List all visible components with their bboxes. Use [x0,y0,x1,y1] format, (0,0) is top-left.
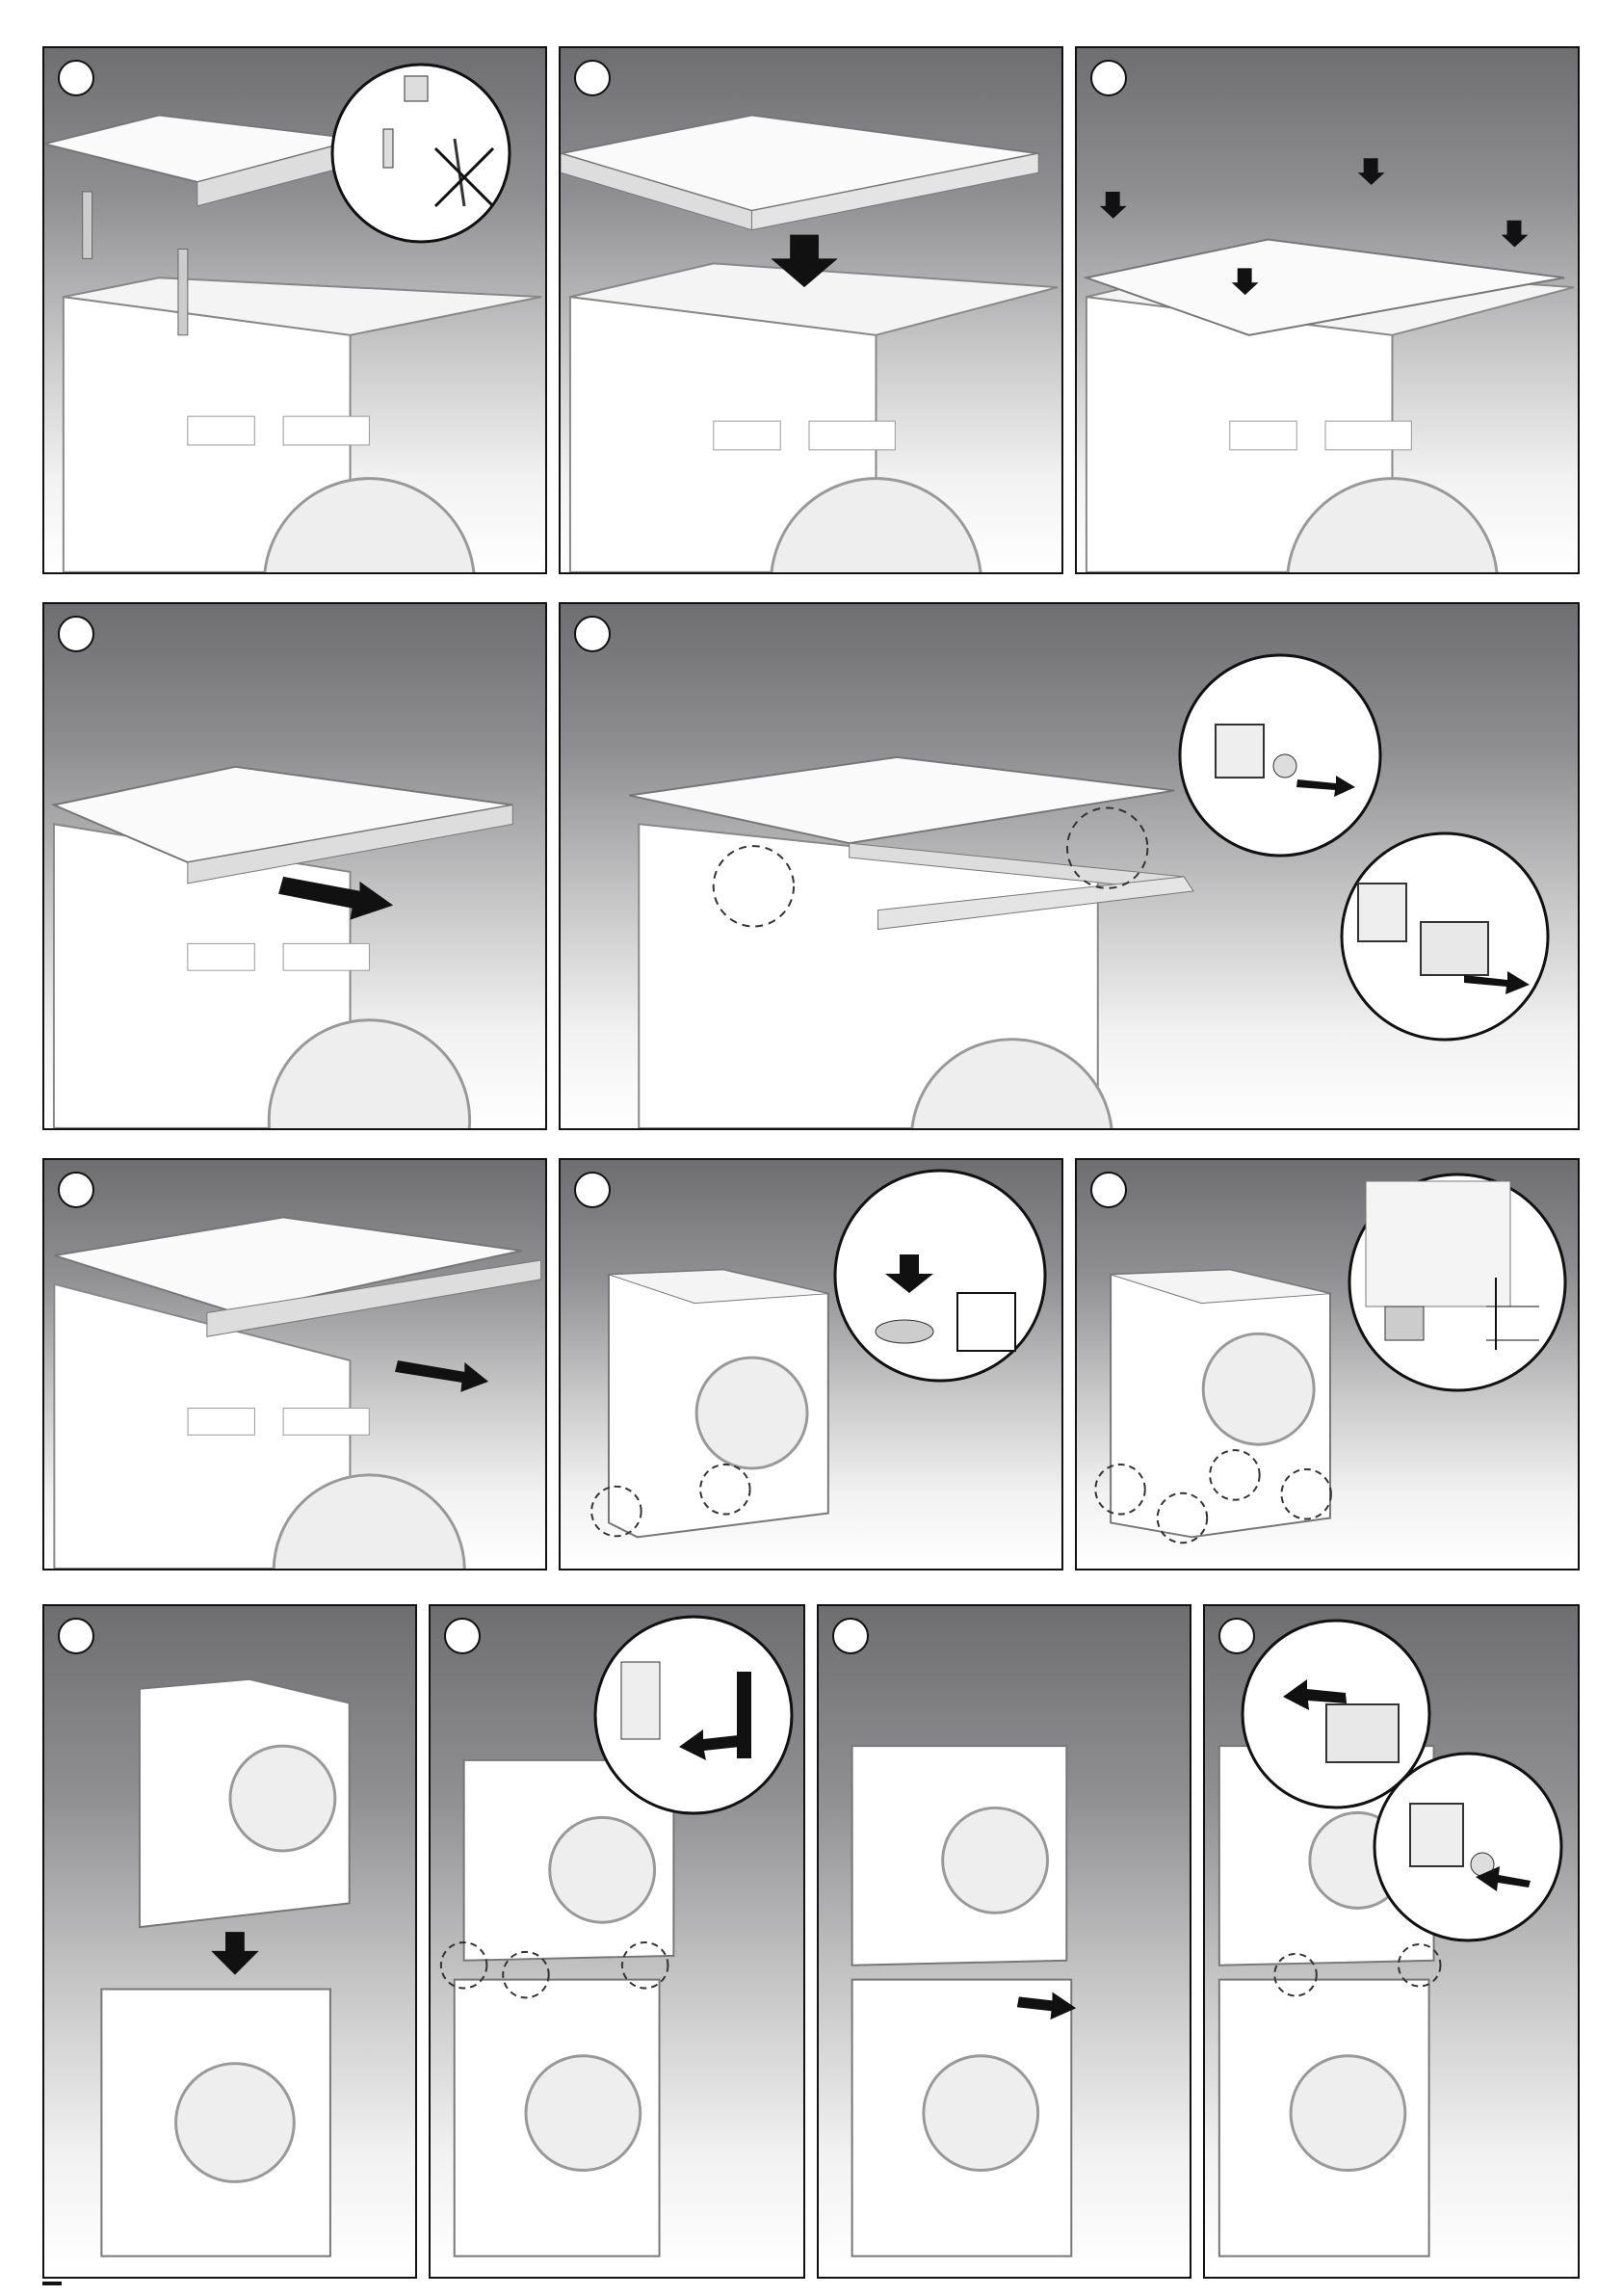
step-panel-3 [1075,46,1580,574]
detail-callout [329,62,512,245]
step-panel-11 [817,1604,1191,2279]
foot-pad-icon [876,1320,933,1343]
detail-callout-screw [1177,652,1384,859]
step-panel-8 [1075,1158,1580,1570]
double-arrow-icon [395,1360,488,1392]
step-panel-5 [559,602,1580,1130]
step-panel-7 [559,1158,1063,1570]
down-arrow-icon [211,1932,258,1975]
screw-icon [1273,754,1296,778]
pull-drawer-illustration [44,604,545,1128]
step-panel-2 [559,46,1063,574]
detail-callout-foot [832,1168,1049,1385]
detail-callout-clamp [592,1614,795,1816]
push-drawer-illustration [819,1606,1190,2277]
step-panel-4 [42,602,547,1130]
step-panel-1 [42,46,547,574]
close-drawer-illustration [44,1160,545,1569]
step-panel-12 [1203,1604,1580,2279]
footer-bar [42,2282,62,2285]
detail-callout-stop [1339,831,1551,1042]
place-dryer-illustration [44,1606,415,2277]
step-panel-10 [429,1604,805,2279]
pedestal-lowering-illustration [561,48,1061,572]
screw-pedestal-illustration [1077,48,1578,572]
detail-callout-height [1347,1172,1568,1393]
step-panel-6 [42,1158,547,1570]
detail-callout-screw-refit [1372,1751,1564,1943]
step-panel-9 [42,1604,417,2279]
